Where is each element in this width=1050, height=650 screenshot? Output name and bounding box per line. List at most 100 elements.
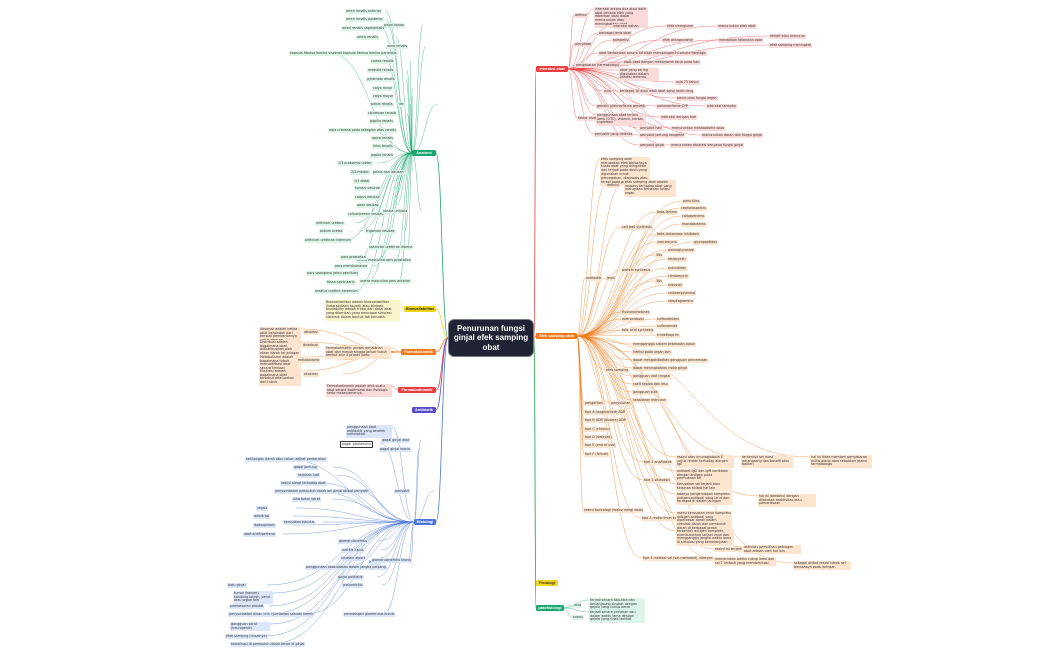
anatomi-node[interactable]: arteri renalis posterior xyxy=(345,16,384,23)
anatomi-node[interactable]: columnae renalis xyxy=(367,110,398,117)
anatomi-node[interactable]: pars membranacea xyxy=(334,263,369,270)
efek-node[interactable]: metronidazol xyxy=(621,316,645,323)
histologi-node[interactable]: kelainan hati xyxy=(297,472,321,479)
anatomi-node[interactable]: calyx minor xyxy=(372,85,394,92)
histologi-node[interactable]: glomerulonefritis xyxy=(338,538,369,545)
interaksi-node[interactable]: obat-obat dengan mekanisme kerja pada ha… xyxy=(623,59,701,66)
efek-node[interactable]: antibodi IgG dan IgM berikatan dengan an… xyxy=(676,469,732,482)
efek-node[interactable]: tipe 4 mediasi sel (sel-mediated), delay… xyxy=(642,555,714,562)
interaksi-node[interactable]: interaksi farmako xyxy=(706,103,737,110)
histologi-node[interactable]: penggunaan obat antibiotik yang berefek … xyxy=(346,425,392,438)
anatomi-node[interactable]: pelvis dan lekukan xyxy=(372,169,405,176)
histologi-node[interactable]: ginjal polikistik xyxy=(337,574,364,581)
efek-node[interactable]: carbapenems xyxy=(681,213,706,220)
histologi-node[interactable]: penggunaan obat-obatan dalam jangka panj… xyxy=(305,564,387,571)
anatomi-node[interactable]: trigonum vesicae xyxy=(365,228,396,235)
anatomi-node[interactable]: fundus vesicae xyxy=(354,185,381,192)
anatomi-node[interactable]: collum/cervix vesicae xyxy=(347,211,385,218)
branch-antibiotik[interactable]: Antibiotik xyxy=(412,407,436,413)
anatomi-node[interactable]: ostium uretra xyxy=(319,228,344,235)
farmakokinetik-node[interactable]: Ekskresi adalah bagaimana obat tersebut … xyxy=(259,369,301,386)
anatomi-node[interactable]: cortex renalis xyxy=(370,58,395,65)
interaksi-node[interactable]: penurunan fungsi organ xyxy=(676,95,718,102)
histologi-node[interactable]: peradangan glomerulus kronis xyxy=(343,611,396,618)
efek-node[interactable]: macrolides xyxy=(667,265,688,272)
anatomi-node[interactable]: papilla renalis xyxy=(369,118,394,125)
anatomi-node[interactable]: uretra masculina pars anterior xyxy=(359,278,412,285)
anatomi-node[interactable]: fossa navicularis xyxy=(326,279,356,286)
histologi-node[interactable]: gagal ginjal kronis xyxy=(379,446,412,453)
efek-node[interactable]: dapat mengakibatkan gangguan pencernaan xyxy=(632,357,709,364)
efek-node[interactable]: tipe 3 reaksi imun kompleks xyxy=(641,515,690,522)
branch-farmakokinetik[interactable]: Farmakokinetik xyxy=(401,349,436,355)
histologi-node[interactable]: penyumbatan aliran urin xyxy=(228,611,271,618)
efek-node[interactable]: clindamycin xyxy=(667,273,689,280)
histologi-node[interactable]: leptospirosis xyxy=(253,522,276,529)
anatomi-node[interactable]: papila renalis xyxy=(370,152,395,159)
anatomi-node[interactable]: vesica urinaria xyxy=(382,208,409,215)
efek-node[interactable]: tipe A (augmented) ADR xyxy=(584,409,627,416)
interaksi-node[interactable]: penyebab xyxy=(574,41,593,48)
anatomi-node[interactable]: orificium uretera xyxy=(315,220,345,227)
efek-node[interactable]: streptogramins xyxy=(667,298,695,305)
anatomi-node[interactable]: ren xyxy=(398,101,406,108)
efek-node[interactable]: tipe E (end of use) xyxy=(584,442,617,449)
efek-node[interactable]: infeksi pada organ lain xyxy=(632,349,672,356)
anatomi-node[interactable]: arteri renalis xyxy=(356,34,379,41)
anatomi-node[interactable]: pyramida renalis xyxy=(366,76,396,83)
anatomi-node[interactable]: pelvis renalis xyxy=(370,101,394,108)
interaksi-node[interactable]: obat yang sering digunakan dalam kondisi… xyxy=(619,68,659,81)
efek-node[interactable]: reaksi kerusakan imun kompleks antigen-a… xyxy=(676,511,732,532)
anatomi-node[interactable]: apex vesicae xyxy=(356,202,380,209)
efek-node[interactable]: kesadaran menurun xyxy=(632,397,668,404)
efek-node[interactable]: pengertian xyxy=(584,400,605,407)
efek-node[interactable]: mengganggu sistem kekebalan tubuh xyxy=(632,341,697,348)
anatomi-node[interactable]: 2/3 medial xyxy=(350,169,370,176)
anatomi-node[interactable]: kapsula fibrosa lamina parietalis xyxy=(342,50,398,57)
interaksi-node[interactable]: genetic polimorfisme genetik xyxy=(596,103,647,110)
efek-node[interactable]: adanya pengendapan kompleks antigen-anti… xyxy=(676,492,732,505)
histologi-node[interactable]: kombinasi di pembuluh darah besar di gin… xyxy=(230,641,306,648)
branch-efek[interactable]: Efek samping obat xyxy=(536,333,577,339)
interaksi-node[interactable]: berbagai jenis obat xyxy=(598,30,632,37)
farmakokinetik-node[interactable]: absorbsi xyxy=(303,329,319,336)
interaksi-node[interactable]: efektif atau menurun xyxy=(769,33,806,40)
interaksi-node[interactable]: menurunkan metabolisme obat xyxy=(671,125,725,132)
efek-node[interactable]: beta-lactam xyxy=(656,209,678,216)
efek-node[interactable]: sulfonamides xyxy=(656,316,680,323)
anatomi-node[interactable]: orificium urethrae internum xyxy=(304,237,352,244)
histologi-node[interactable]: gagal ginjal akut xyxy=(381,437,411,444)
efek-node[interactable]: memerlukan waktu cukup lama dan sel T li… xyxy=(714,556,776,566)
branch-anatomi[interactable]: Anatomi xyxy=(412,150,436,156)
patofisiologi-node[interactable]: terjadi secara perlahan dan dalam waktu … xyxy=(589,610,645,623)
efek-node[interactable]: tipe 2 sitotoksik xyxy=(643,477,672,484)
efek-node[interactable]: linezolid xyxy=(667,282,683,289)
efek-node[interactable]: efek samping obat adalah respons terhada… xyxy=(624,180,676,197)
histologi-node[interactable]: penyakit xyxy=(394,488,411,495)
anatomi-node[interactable]: calyx mayor xyxy=(372,93,395,100)
efek-node[interactable]: hal ini diketahui dengan dilakukan reakt… xyxy=(758,494,816,507)
patofisiologi-node[interactable]: akut xyxy=(573,602,583,609)
interaksi-node[interactable]: penyakit yang diderita xyxy=(594,131,634,138)
histologi-node[interactable]: reaksi alergi terhadap obat xyxy=(280,480,327,487)
efek-node[interactable]: protein synthesis xyxy=(621,267,652,274)
interaksi-node[interactable]: efek sinergisme xyxy=(666,23,695,30)
interaksi-node[interactable]: obat bertambah secara tidak xyxy=(598,50,648,57)
histologi-node[interactable]: pielonefritis xyxy=(342,582,364,589)
interaksi-node[interactable]: menurunkan ekskresi senyawa fungsi ginja… xyxy=(670,142,745,149)
efek-node[interactable]: trimethoprim xyxy=(656,332,680,339)
histologi-node[interactable]: sepsis xyxy=(256,505,269,512)
anatomi-node[interactable]: uretra masculina pars prostatica xyxy=(356,257,412,264)
interaksi-node[interactable]: interaksi bahan xyxy=(612,23,640,30)
efek-node[interactable]: aktivitas pemulihan pathogen obat adalah… xyxy=(743,545,801,554)
interaksi-node[interactable]: usia xyxy=(603,88,612,95)
interaksi-node[interactable]: usia 75 tahun xyxy=(675,79,700,86)
histologi-node[interactable]: tumor (kanker) kandung kemih, perut atau… xyxy=(233,591,273,604)
farmakokinetik-node[interactable]: Metabolisme adalah bagaimana tubuh memod… xyxy=(259,355,301,372)
efek-node[interactable]: gangguan otot rangka xyxy=(632,373,671,380)
anatomi-node[interactable]: pars prostatica xyxy=(340,254,367,261)
interaksi-node[interactable]: efek antagonisme xyxy=(662,37,694,44)
interaksi-node[interactable]: tidak mempengaruhi secara fisiologis xyxy=(643,50,707,57)
efek-node[interactable]: reaksi atau imunoglobulin E untuk rentan… xyxy=(676,455,734,468)
histologi-node[interactable]: glomerulonefritis kronis xyxy=(371,557,413,564)
